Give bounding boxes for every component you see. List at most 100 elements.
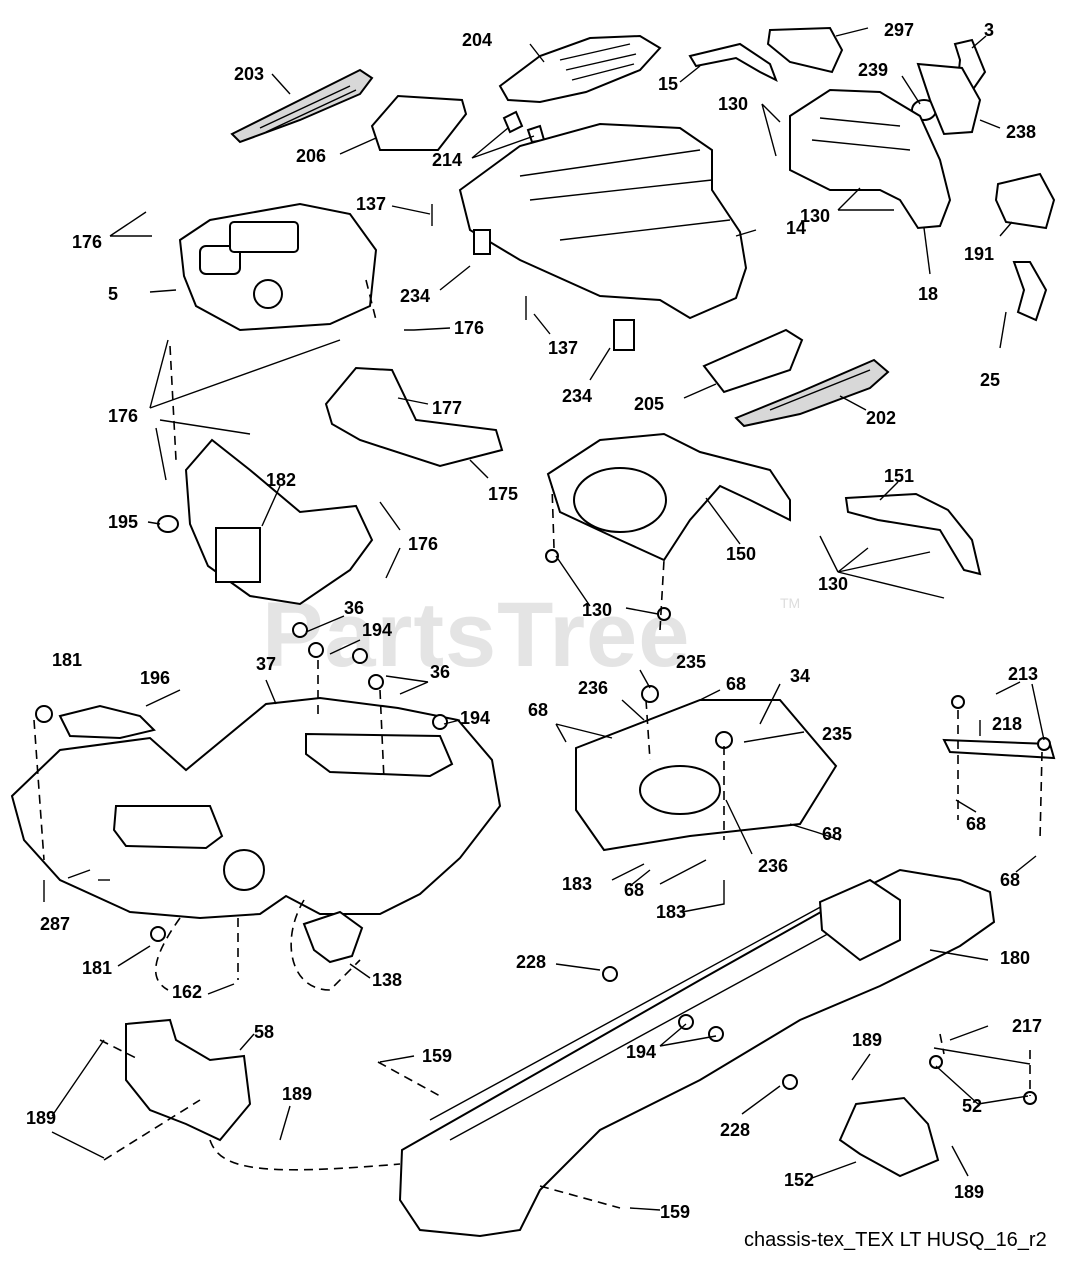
part-18-fender-shape [789,88,952,230]
dash-130-150-b [551,485,555,549]
callout-234-a: 234 [400,286,430,306]
part-214-shape-a [502,110,524,134]
callout-34: 34 [790,666,810,686]
callout-236-a: 236 [578,678,608,698]
part-235-washer-a [641,685,659,703]
part-194-nut-c [352,648,368,664]
callout-203: 203 [234,64,264,84]
callout-159-a: 159 [422,1046,452,1066]
dash-189-top [99,1039,141,1061]
callout-191: 191 [964,244,994,264]
callout-137-top: 137 [356,194,386,214]
callout-labels: 297 3 204 15 203 239 130 238 206 214 130… [26,20,1042,1222]
dash-189-58 [103,1099,201,1161]
dash-181-162 [155,917,181,991]
part-194-nut-e [308,642,324,658]
callout-214: 214 [432,150,462,170]
callout-130-bottom: 130 [582,600,612,620]
callout-138: 138 [372,970,402,990]
part-15-shape [688,42,778,83]
callout-228-b: 228 [720,1120,750,1140]
callout-180: 180 [1000,948,1030,968]
part-196-shape [58,704,156,740]
part-194-nut-a [678,1014,694,1030]
callout-239: 239 [858,60,888,80]
callout-297: 297 [884,20,914,40]
part-5-panel-window [229,221,299,253]
part-25-shape [1012,261,1048,322]
callout-176-b: 176 [454,318,484,338]
callout-181-bottom: 181 [82,958,112,978]
part-204-hatch [559,43,637,81]
callout-14: 14 [786,218,806,238]
callout-202: 202 [866,408,896,428]
callout-68-b: 68 [528,700,548,720]
part-18-detail [811,117,911,151]
callout-218: 218 [992,714,1022,734]
dash-176-5 [365,279,377,321]
dash-159 [377,1061,441,1097]
part-204-shape [498,34,662,104]
part-182-window [215,527,261,583]
part-228-bolt-a [602,966,618,982]
dash-159-b [539,1185,621,1209]
part-182-panel-shape [184,438,374,606]
callout-204: 204 [462,30,492,50]
part-203-hatch [259,85,357,133]
callout-137-b: 137 [548,338,578,358]
part-180-frame-detail [429,879,891,1141]
callout-234-b: 234 [562,386,592,406]
callout-206: 206 [296,146,326,166]
part-205-shape [702,328,804,394]
callout-5: 5 [108,284,118,304]
part-238-shape [916,62,982,136]
callout-150: 150 [726,544,756,564]
callout-68-c: 68 [966,814,986,834]
part-234-clip-a [473,229,491,255]
part-152-shape [838,1096,940,1178]
callout-217: 217 [1012,1016,1042,1036]
dash-58-frame [209,1139,401,1171]
callout-18: 18 [918,284,938,304]
part-191-shape [994,172,1056,230]
dash-176-left [169,345,177,461]
part-195-shape [157,515,179,533]
callout-130-fender: 130 [800,206,830,226]
callout-213: 213 [1008,664,1038,684]
callout-25: 25 [980,370,1000,390]
dash-138 [290,899,361,991]
part-194-nut-b [708,1026,724,1042]
callout-235-a: 235 [676,652,706,672]
part-36-bolt-b [368,674,384,690]
part-206-shape [370,94,468,151]
part-14-hood-shape [458,122,748,320]
callout-130-right: 130 [818,574,848,594]
part-shapes [10,26,1056,1238]
callout-236-b: 236 [758,856,788,876]
part-228-bolt-b [782,1074,798,1090]
callout-287: 287 [40,914,70,934]
callout-151: 151 [884,466,914,486]
diagram-caption: chassis-tex_TEX LT HUSQ_16_r2 [744,1229,1047,1251]
callout-176-a: 176 [72,232,102,252]
part-130-screw-b [545,549,559,563]
part-235-washer-b [715,731,733,749]
part-297-shape [766,26,844,74]
callout-195: 195 [108,512,138,532]
part-213-bolt-a [951,695,965,709]
callout-37: 37 [256,654,276,674]
callout-183-a: 183 [562,874,592,894]
watermark-tm: TM [780,595,800,611]
part-175-bracket-shape [324,366,504,468]
callout-189-b: 189 [852,1030,882,1050]
part-181-bushing-b [150,926,166,942]
part-34-opening [639,765,721,815]
dash-235 [645,699,651,761]
callout-175: 175 [488,484,518,504]
dash-217-a [939,1033,945,1055]
callout-194-b: 194 [460,708,490,728]
callout-68-f: 68 [624,880,644,900]
callout-189-d: 189 [954,1182,984,1202]
